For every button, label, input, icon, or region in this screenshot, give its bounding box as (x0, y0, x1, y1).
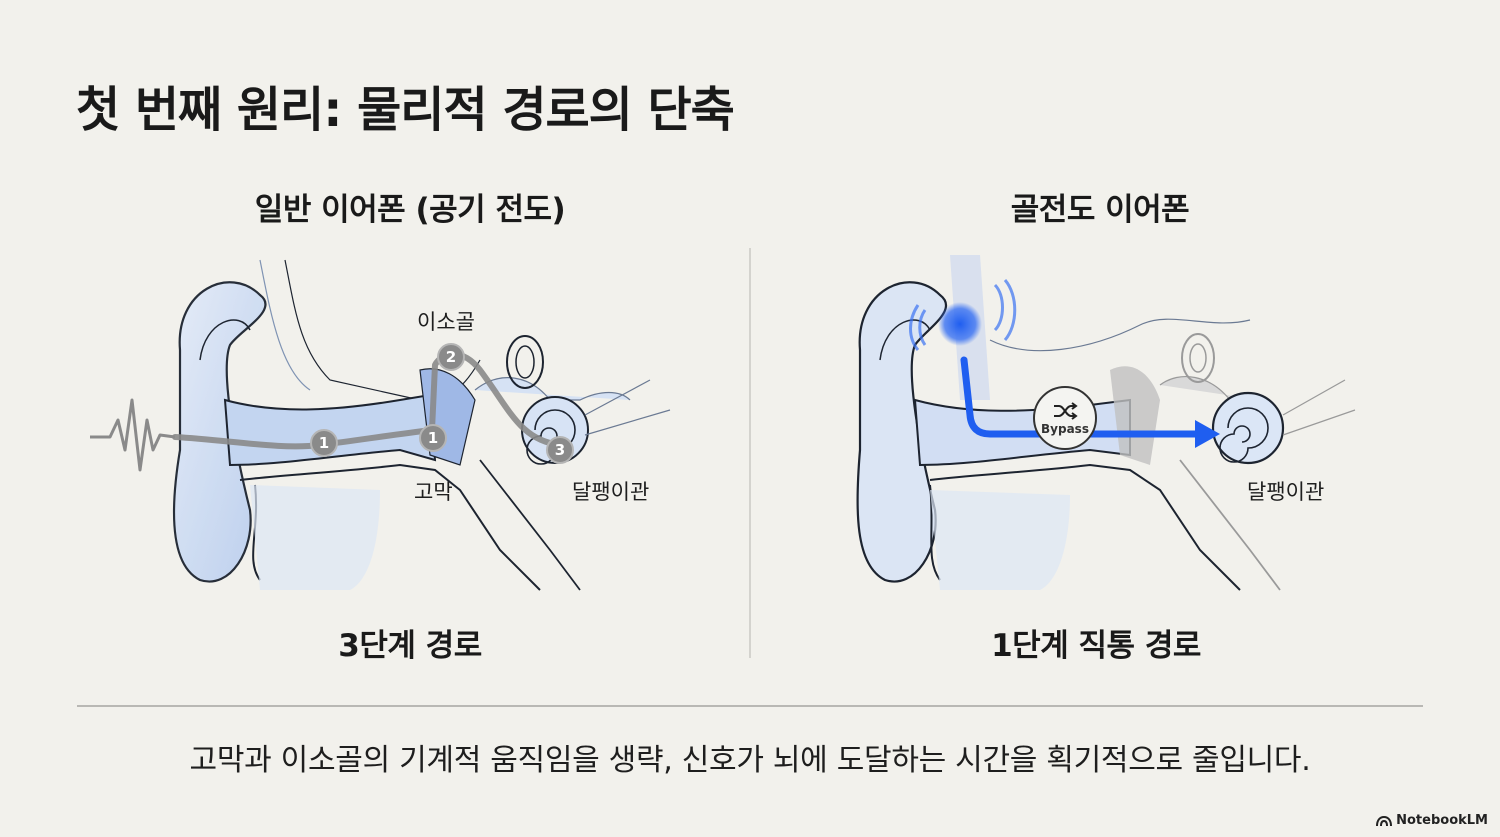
label-cochlea-left: 달팽이관 (572, 480, 650, 504)
ear-anatomy-illustration-bone (856, 255, 1356, 591)
notebooklm-logo-icon (1376, 815, 1393, 826)
step-badge-3: 3 (546, 436, 574, 464)
panel-divider (749, 248, 751, 658)
shuffle-icon (1054, 401, 1078, 420)
slide-title: 첫 번째 원리: 물리적 경로의 단축 (76, 82, 735, 138)
air-conduction-caption: 3단계 경로 (338, 628, 482, 664)
air-conduction-ear-diagram (80, 250, 680, 610)
bone-conduction-heading: 골전도 이어폰 (1010, 192, 1190, 228)
air-conduction-heading: 일반 이어폰 (공기 전도) (254, 192, 566, 228)
label-ossicles: 이소골 (417, 310, 475, 334)
bone-conduction-caption: 1단계 직통 경로 (991, 628, 1201, 664)
sound-wave-icon (90, 398, 176, 472)
label-eardrum: 고막 (414, 480, 453, 504)
vibration-icon (938, 302, 982, 346)
step-badge-1-eardrum: 1 (419, 424, 447, 452)
summary-text: 고막과 이소골의 기계적 움직임을 생략, 신호가 뇌에 도달하는 시간을 획기… (189, 743, 1311, 778)
step-badge-2: 2 (437, 343, 465, 371)
label-cochlea-right: 달팽이관 (1247, 480, 1325, 504)
brand-watermark: NotebookLM (1376, 813, 1488, 828)
bypass-badge: Bypass (1033, 386, 1097, 450)
bypass-label: Bypass (1041, 421, 1089, 436)
step-badge-1: 1 (310, 429, 338, 457)
brand-label: NotebookLM (1396, 813, 1488, 828)
bone-conduction-ear-diagram (830, 250, 1360, 610)
ear-anatomy-illustration (90, 259, 671, 591)
horizontal-rule (77, 705, 1423, 707)
